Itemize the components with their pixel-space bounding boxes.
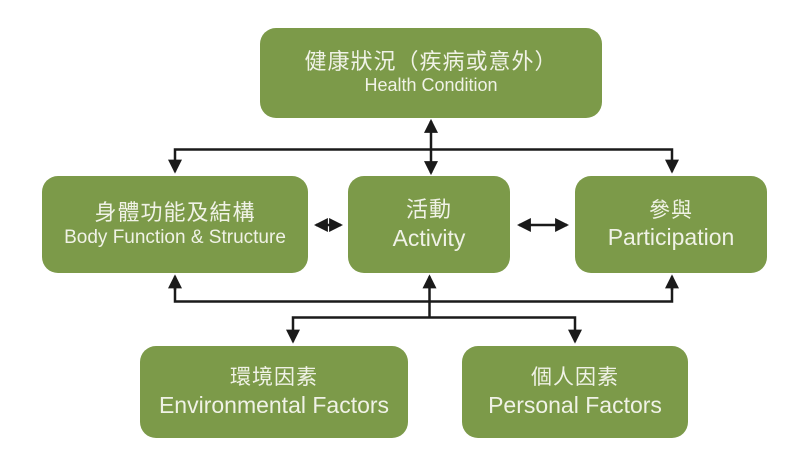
edge-factors-bodyfunction-participation <box>168 274 679 303</box>
node-personal-factors-label-en: Personal Factors <box>488 391 662 418</box>
node-participation-label-zh: 參與 <box>649 198 693 222</box>
node-body-function-structure-label-en: Body Function & Structure <box>64 227 286 249</box>
node-personal-factors: 個人因素 Personal Factors <box>462 346 688 438</box>
edge-health-bodyfunction-participation <box>168 148 679 174</box>
node-environmental-factors-label-en: Environmental Factors <box>158 391 390 418</box>
node-body-function-structure: 身體功能及結構 Body Function & Structure <box>42 176 308 273</box>
node-health-condition-label-zh: 健康狀況（疾病或意外） <box>304 48 558 74</box>
node-personal-factors-label-zh: 個人因素 <box>531 366 619 390</box>
node-activity: 活動 Activity <box>348 176 510 273</box>
node-participation: 參與 Participation <box>575 176 767 273</box>
node-participation-label-en: Participation <box>607 224 735 251</box>
node-environmental-factors-label-zh: 環境因素 <box>230 366 318 390</box>
node-activity-label-zh: 活動 <box>405 197 452 223</box>
node-health-condition: 健康狀況（疾病或意外） Health Condition <box>260 28 602 118</box>
node-environmental-factors: 環境因素 Environmental Factors <box>140 346 408 438</box>
edge-factors-environmental-personal <box>286 316 582 344</box>
node-health-condition-label-en: Health Condition <box>364 75 498 96</box>
node-body-function-structure-label-zh: 身體功能及結構 <box>94 199 256 225</box>
node-activity-label-en: Activity <box>392 224 466 251</box>
